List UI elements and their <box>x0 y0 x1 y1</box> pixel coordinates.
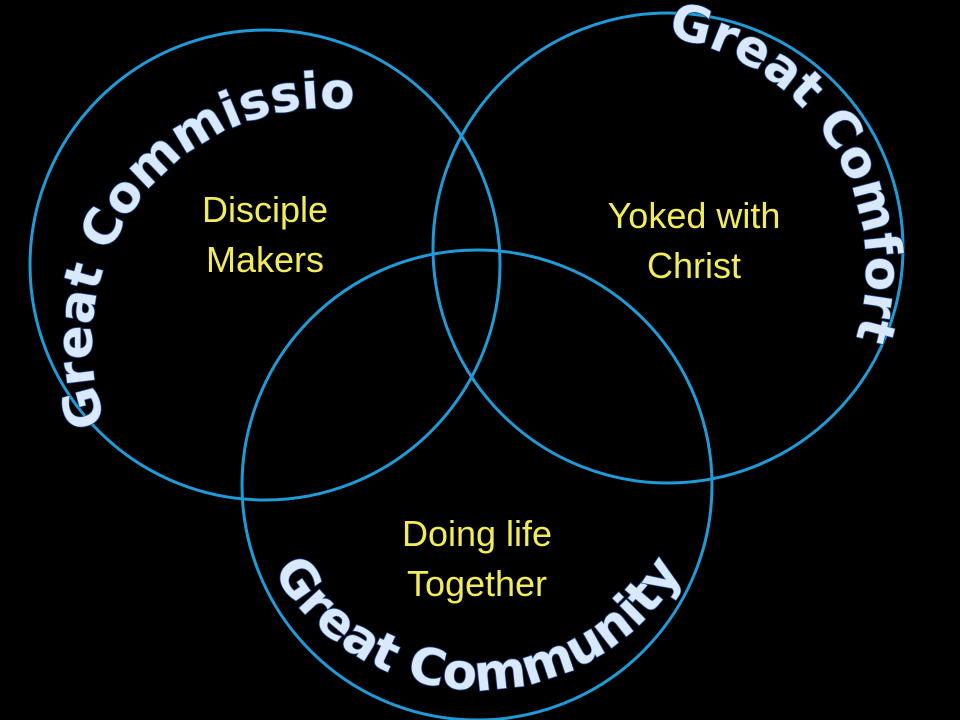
title-great-comfort: Great Comfort <box>665 0 913 350</box>
label-commission-line-1: Disciple <box>202 189 328 230</box>
label-comfort-line-1: Yoked with <box>608 195 781 236</box>
ring-great-commission <box>28 28 502 502</box>
title-great-comfort-path: Great Comfort <box>664 0 913 351</box>
ring-great-community <box>240 248 714 720</box>
label-community-line-1: Doing life <box>402 513 552 554</box>
ring-great-comfort <box>431 11 905 485</box>
label-commission-line-2: Makers <box>206 239 324 280</box>
label-comfort-line-2: Christ <box>647 245 741 286</box>
label-community-line-2: Together <box>407 563 547 604</box>
